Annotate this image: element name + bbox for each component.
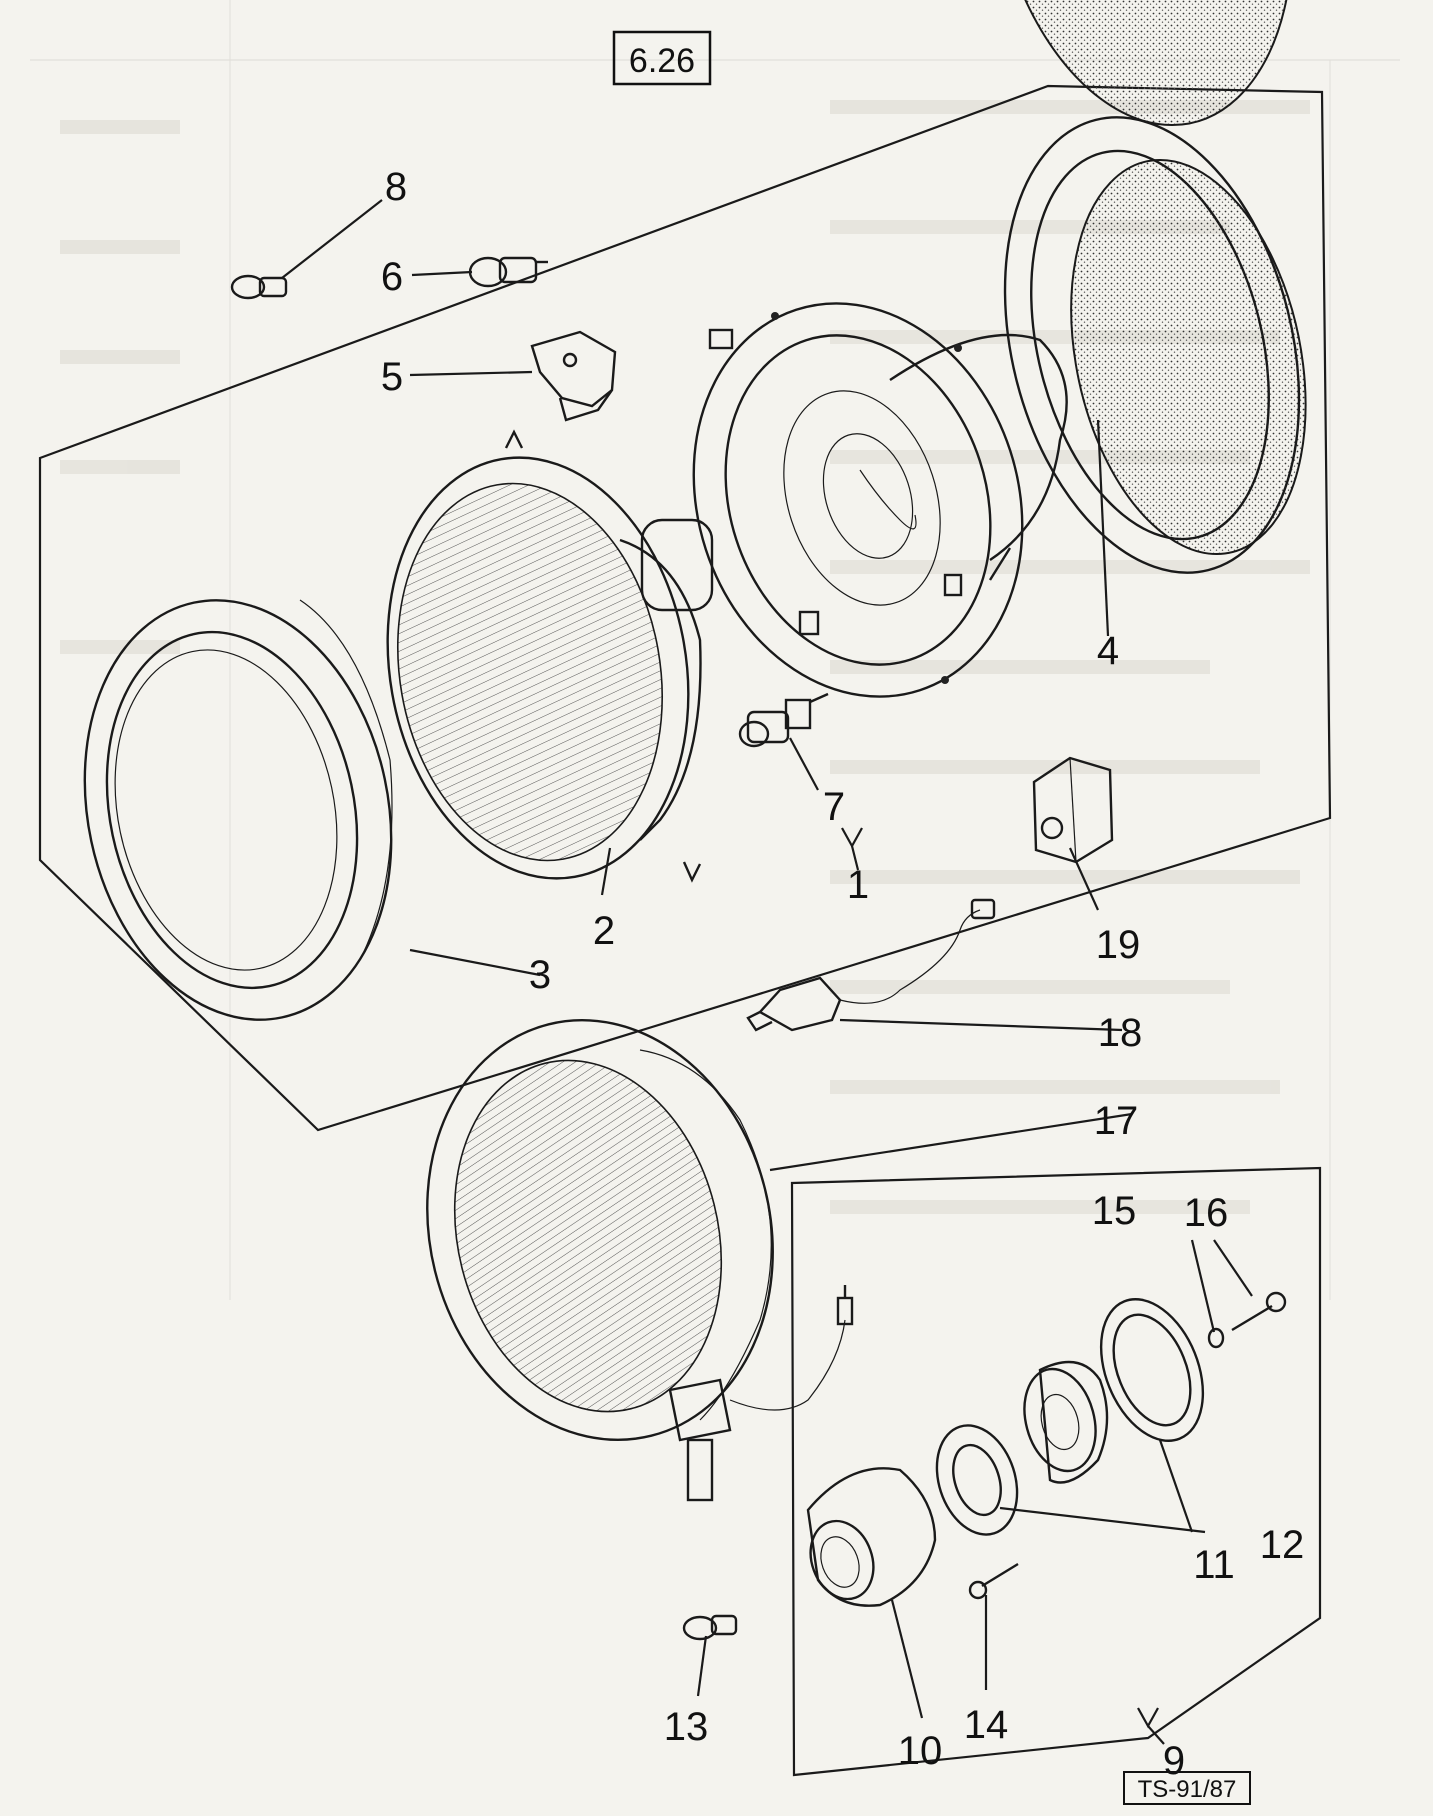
seal-part (935, 1424, 1019, 1536)
callout-1: 1 (847, 863, 869, 907)
drawing-ref: TS-91/87 (1138, 1776, 1237, 1803)
lamp-base-part (1023, 1360, 1109, 1484)
callout-12: 12 (1260, 1523, 1305, 1567)
bleed-through-ghost-table (30, 0, 1400, 1300)
callout-11: 11 (1193, 1543, 1235, 1587)
base-gasket-part (1099, 1298, 1205, 1442)
headlamp-shell-part (692, 302, 1068, 698)
bulb-lead-part (746, 898, 996, 1032)
callout-4: 4 (1097, 629, 1119, 673)
leader-lines (281, 199, 1253, 1745)
callout-14: 14 (964, 1703, 1009, 1747)
sealed-beam-part (386, 429, 714, 883)
trim-ring-part (83, 599, 393, 1021)
lower-group-boundary (790, 1166, 1322, 1777)
callout-19: 19 (1096, 923, 1141, 967)
callout-3: 3 (529, 953, 551, 997)
screw-16-part (1231, 1291, 1287, 1332)
callout-16: 16 (1184, 1191, 1229, 1235)
callout-5: 5 (381, 355, 403, 399)
page-number-box (612, 30, 712, 86)
drawing-ref-box (1123, 1771, 1251, 1805)
callout-17: 17 (1094, 1099, 1139, 1143)
callout-6: 6 (381, 255, 403, 299)
page-number: 6.26 (629, 42, 695, 80)
washer-part (1207, 1327, 1225, 1349)
relay-part (1032, 756, 1114, 864)
bracket-part (530, 330, 617, 422)
callout-7: 7 (823, 785, 845, 829)
bulb-13-part (682, 1614, 738, 1641)
bulb-6-part (468, 256, 548, 288)
gasket-part (1003, 0, 1307, 574)
callout-18: 18 (1098, 1011, 1143, 1055)
bulb-holder-part (738, 692, 829, 748)
callout-2: 2 (593, 909, 615, 953)
callout-15: 15 (1092, 1189, 1137, 1233)
spot-lamp-part (426, 1019, 854, 1502)
callout-8: 8 (385, 165, 407, 209)
screw-14-part (968, 1562, 1019, 1600)
callout-10: 10 (898, 1729, 943, 1773)
callout-13: 13 (664, 1705, 709, 1749)
bulb-8-part (230, 274, 288, 300)
lens-cover-part (806, 1467, 937, 1607)
upper-group-boundary (38, 84, 1332, 1132)
